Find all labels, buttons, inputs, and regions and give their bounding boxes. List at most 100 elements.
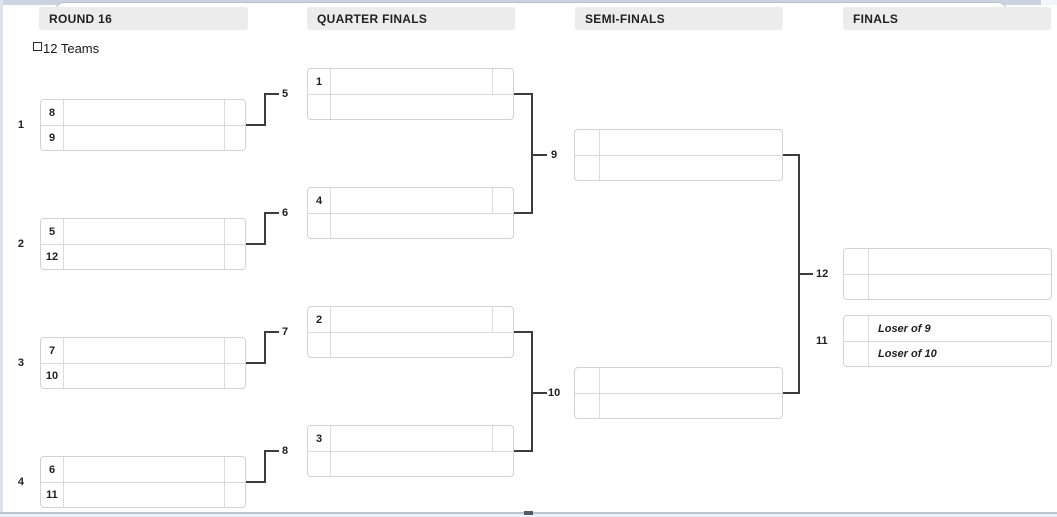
team-name-cell[interactable] <box>869 249 1051 274</box>
team-name-cell[interactable] <box>64 219 224 244</box>
seed-label: 8 <box>41 100 64 125</box>
match-number-label: 8 <box>282 445 289 457</box>
score-cell[interactable] <box>224 338 245 363</box>
team-slot[interactable] <box>844 249 1051 274</box>
team-name-cell[interactable] <box>64 483 224 507</box>
score-cell[interactable] <box>492 188 513 213</box>
connector-line <box>266 93 279 95</box>
team-name-cell[interactable] <box>600 130 782 155</box>
seed-label <box>308 214 331 238</box>
score-cell[interactable] <box>224 219 245 244</box>
team-slot[interactable]: 10 <box>41 363 245 388</box>
score-cell[interactable] <box>224 126 245 150</box>
connector-line <box>266 212 279 214</box>
seed-label <box>844 275 869 299</box>
h-scrollbar-thumb[interactable] <box>524 511 533 515</box>
team-name-cell[interactable] <box>331 333 513 357</box>
team-slot[interactable] <box>308 94 513 119</box>
team-slot[interactable]: 5 <box>41 219 245 244</box>
team-slot[interactable]: 8 <box>41 100 245 125</box>
seed-label: 11 <box>41 483 64 507</box>
seed-label <box>575 394 600 418</box>
connector-line <box>246 124 266 126</box>
window-top-corner <box>1041 0 1057 5</box>
team-slot[interactable]: 11 <box>41 482 245 507</box>
team-slot[interactable]: 1 <box>308 69 513 94</box>
team-slot[interactable]: 6 <box>41 457 245 482</box>
score-cell[interactable] <box>492 426 513 451</box>
team-name-cell[interactable]: Loser of 9 <box>878 322 931 335</box>
team-slot[interactable] <box>308 332 513 357</box>
team-name-cell[interactable] <box>331 95 513 119</box>
match-4-box: 6 11 <box>40 456 246 508</box>
seed-label: 6 <box>41 457 64 482</box>
team-slot[interactable] <box>575 393 782 418</box>
team-name-cell[interactable] <box>331 452 513 476</box>
team-name-cell[interactable] <box>64 100 224 125</box>
team-name-cell[interactable] <box>331 214 513 238</box>
team-slot[interactable] <box>575 155 782 180</box>
match-3-box: 7 10 <box>40 337 246 389</box>
team-name-cell[interactable] <box>64 364 224 388</box>
score-cell[interactable] <box>224 364 245 388</box>
team-slot[interactable]: 12 <box>41 244 245 269</box>
team-name-cell[interactable]: Loser of 10 <box>878 348 937 360</box>
seed-label: 4 <box>308 188 331 213</box>
score-cell[interactable] <box>492 69 513 94</box>
team-slot[interactable]: 7 <box>41 338 245 363</box>
seed-label <box>575 156 600 180</box>
seed-label <box>844 342 869 366</box>
team-name-cell[interactable] <box>64 338 224 363</box>
team-slot[interactable]: 2 <box>308 307 513 332</box>
seed-label: 10 <box>41 364 64 388</box>
seed-label <box>844 316 869 341</box>
team-name-cell[interactable] <box>331 188 492 213</box>
team-slot[interactable] <box>308 451 513 476</box>
team-slot[interactable] <box>308 213 513 238</box>
team-name-cell[interactable] <box>600 368 782 393</box>
teams-checkbox-icon[interactable] <box>33 42 42 51</box>
team-slot[interactable] <box>575 130 782 155</box>
team-name-cell[interactable] <box>64 245 224 269</box>
seed-label: 1 <box>308 69 331 94</box>
match-number-label: 11 <box>816 335 828 347</box>
teams-note-label: 12 Teams <box>43 41 100 56</box>
team-slot[interactable] <box>844 274 1051 299</box>
connector-line <box>783 392 800 394</box>
match-number-label: 4 <box>17 476 24 488</box>
team-name-cell[interactable] <box>331 426 492 451</box>
match-2-box: 5 12 <box>40 218 246 270</box>
column-header-semifinals: SEMI-FINALS <box>575 7 783 30</box>
connector-line <box>531 93 533 214</box>
score-cell[interactable] <box>224 483 245 507</box>
team-slot[interactable] <box>575 368 782 393</box>
team-slot[interactable]: 4 <box>308 188 513 213</box>
connector-line <box>533 154 547 156</box>
match-9-box <box>574 129 783 181</box>
team-slot[interactable]: Loser of 10 <box>844 341 1051 366</box>
team-slot[interactable]: 9 <box>41 125 245 150</box>
team-slot[interactable]: Loser of 9 <box>844 316 1051 341</box>
match-number-label: 2 <box>17 238 24 250</box>
team-name-cell[interactable] <box>869 275 1051 299</box>
seed-label: 12 <box>41 245 64 269</box>
score-cell[interactable] <box>224 100 245 125</box>
seed-label <box>308 452 331 476</box>
seed-label: 3 <box>308 426 331 451</box>
connector-line <box>533 392 547 394</box>
team-name-cell[interactable] <box>64 457 224 482</box>
team-name-cell[interactable] <box>600 394 782 418</box>
team-name-cell[interactable] <box>64 126 224 150</box>
connector-line <box>514 93 533 95</box>
connector-line <box>266 450 279 452</box>
score-cell[interactable] <box>492 307 513 332</box>
team-name-cell[interactable] <box>331 69 492 94</box>
score-cell[interactable] <box>224 245 245 269</box>
team-slot[interactable]: 3 <box>308 426 513 451</box>
match-7-box: 2 <box>307 306 514 358</box>
score-cell[interactable] <box>224 457 245 482</box>
column-header-finals: FINALS <box>843 7 1051 30</box>
team-name-cell[interactable] <box>331 307 492 332</box>
team-name-cell[interactable] <box>600 156 782 180</box>
match-number-label: 7 <box>282 326 289 338</box>
